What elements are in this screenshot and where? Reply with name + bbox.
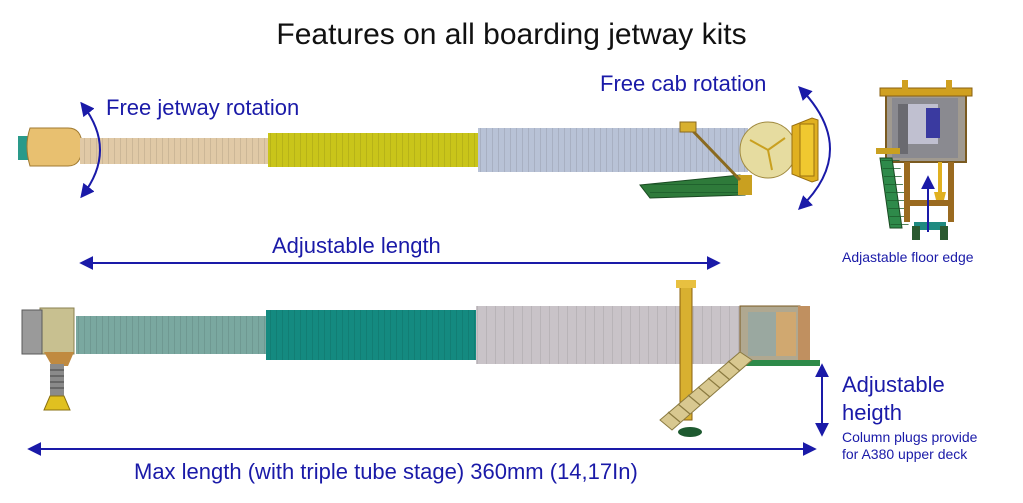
top-view-jetway (18, 117, 819, 199)
cab-rotation-arrow (797, 85, 831, 210)
side-view-jetway (21, 280, 820, 437)
adjustable-length-label: Adjustable length (272, 233, 441, 258)
adjustable-height-label-1: Adjustable (842, 372, 945, 397)
page-title: Features on all boarding jetway kits (276, 18, 747, 51)
jetway-rotation-arrow (80, 101, 101, 199)
column-plugs-label-1: Column plugs provide (842, 429, 978, 445)
adjustable-floor-edge-label: Adjastable floor edge (842, 249, 974, 265)
free-cab-rotation-label: Free cab rotation (600, 71, 767, 96)
cab-front-view (876, 80, 973, 240)
adjustable-height-label-2: heigth (842, 400, 902, 425)
column-plugs-label-2: for A380 upper deck (842, 446, 968, 462)
rotunda (26, 127, 83, 167)
free-jetway-rotation-label: Free jetway rotation (106, 95, 300, 120)
max-length-label: Max length (with triple tube stage) 360m… (134, 459, 638, 484)
